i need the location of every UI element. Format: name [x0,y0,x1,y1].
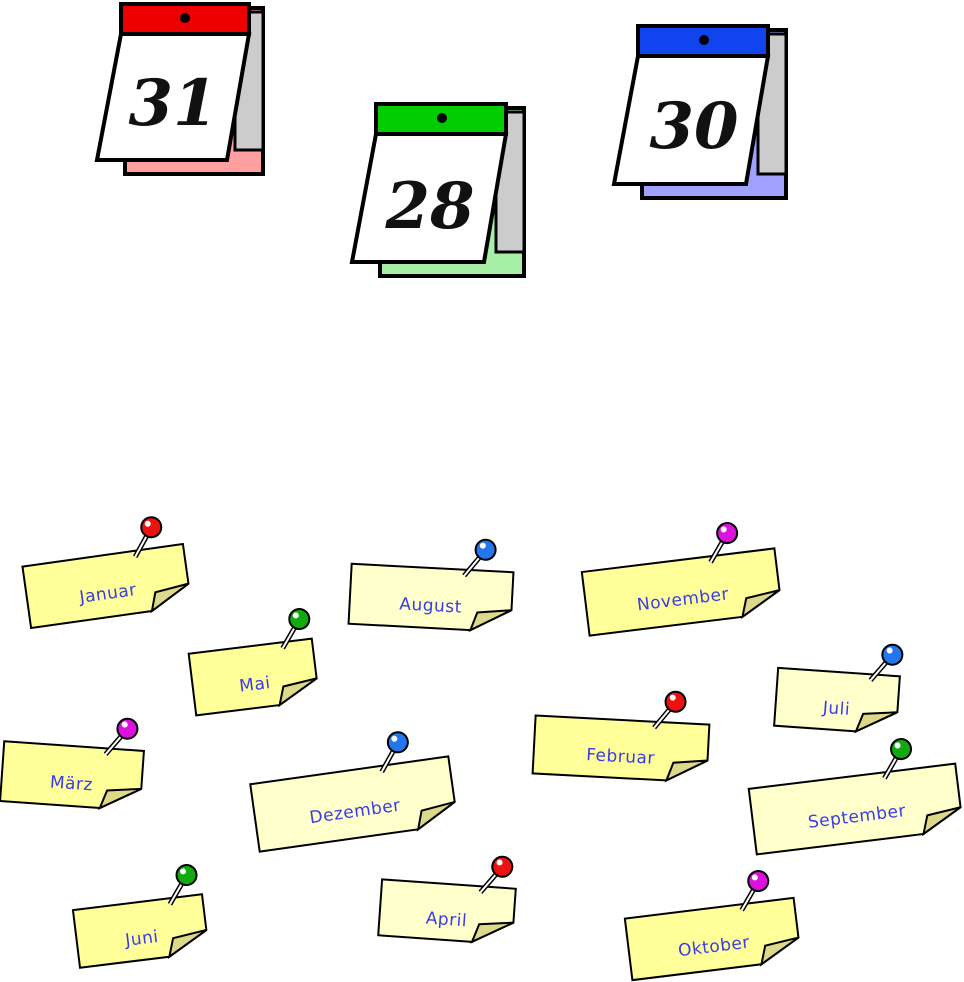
calendar-top-bar [374,102,508,136]
sticky-note-juli[interactable]: Juli [773,643,904,734]
sticky-note-curl [278,677,318,708]
sticky-note-oktober[interactable]: Oktober [623,870,801,982]
sticky-note-paper [21,542,190,630]
sticky-note-paper [377,878,517,944]
push-pin-icon [462,538,498,584]
calendar-ring [180,13,190,23]
sticky-note-november[interactable]: November [580,522,782,637]
calendar-30[interactable]: 30 [611,22,792,202]
push-pin-icon [704,521,743,569]
sticky-note-curl [416,800,456,832]
sticky-note-juni[interactable]: Juni [71,864,209,969]
push-pin-icon [128,515,168,563]
sticky-note-paper [773,666,901,734]
sticky-note-august[interactable]: August [347,538,515,633]
sticky-note-curl [740,589,781,620]
calendar-page [94,32,252,162]
calendar-icon: 31 [94,2,265,176]
push-pin-icon [878,737,917,785]
sticky-note-paper [347,562,515,633]
sticky-note-curl [922,806,962,837]
sticky-note-september[interactable]: September [747,738,963,856]
sticky-note-paper [249,755,456,853]
calendar-day: 28 [384,169,474,244]
sticky-note-curl [150,582,190,614]
calendar-ring [699,35,709,45]
calendar-31[interactable]: 31 [94,0,275,180]
push-pin-icon [375,730,415,778]
calendar-day: 30 [649,89,738,164]
sticky-note-paper [0,740,145,810]
push-pin-icon [735,869,774,917]
sticky-note-januar[interactable]: Januar [21,516,191,630]
sticky-note-curl [759,936,800,967]
sticky-note-mai[interactable]: Mai [187,608,320,717]
sticky-note-paper [580,547,781,637]
sticky-note-dezember[interactable]: Dezember [249,731,458,853]
push-pin-icon [868,642,905,688]
push-pin-icon [103,716,140,762]
sticky-note-februar[interactable]: Februar [531,690,711,783]
calendar-icon: 28 [349,102,526,278]
push-pin-icon [478,854,515,900]
sticky-note-paper [531,714,711,783]
sticky-note-mrz[interactable]: März [0,717,145,811]
sticky-note-curl [167,929,207,960]
sticky-note-curl [854,711,898,734]
sticky-note-april[interactable]: April [377,855,517,944]
calendar-page [611,54,771,186]
sticky-note-curl [664,759,708,783]
calendar-day: 31 [128,66,217,141]
sticky-note-paper [623,896,800,982]
push-pin-icon [163,863,202,911]
calendar-page [349,132,509,264]
sticky-note-paper [187,637,318,717]
sticky-note-curl [97,787,142,810]
sticky-note-paper [71,893,208,969]
calendar-icon: 30 [611,24,788,200]
sticky-note-curl [468,609,512,633]
push-pin-icon [652,690,688,736]
calendar-ring [437,113,447,123]
calendar-28[interactable]: 28 [349,100,530,280]
sticky-note-paper [747,762,962,856]
sticky-note-curl [470,921,514,944]
push-pin-icon [276,607,315,655]
